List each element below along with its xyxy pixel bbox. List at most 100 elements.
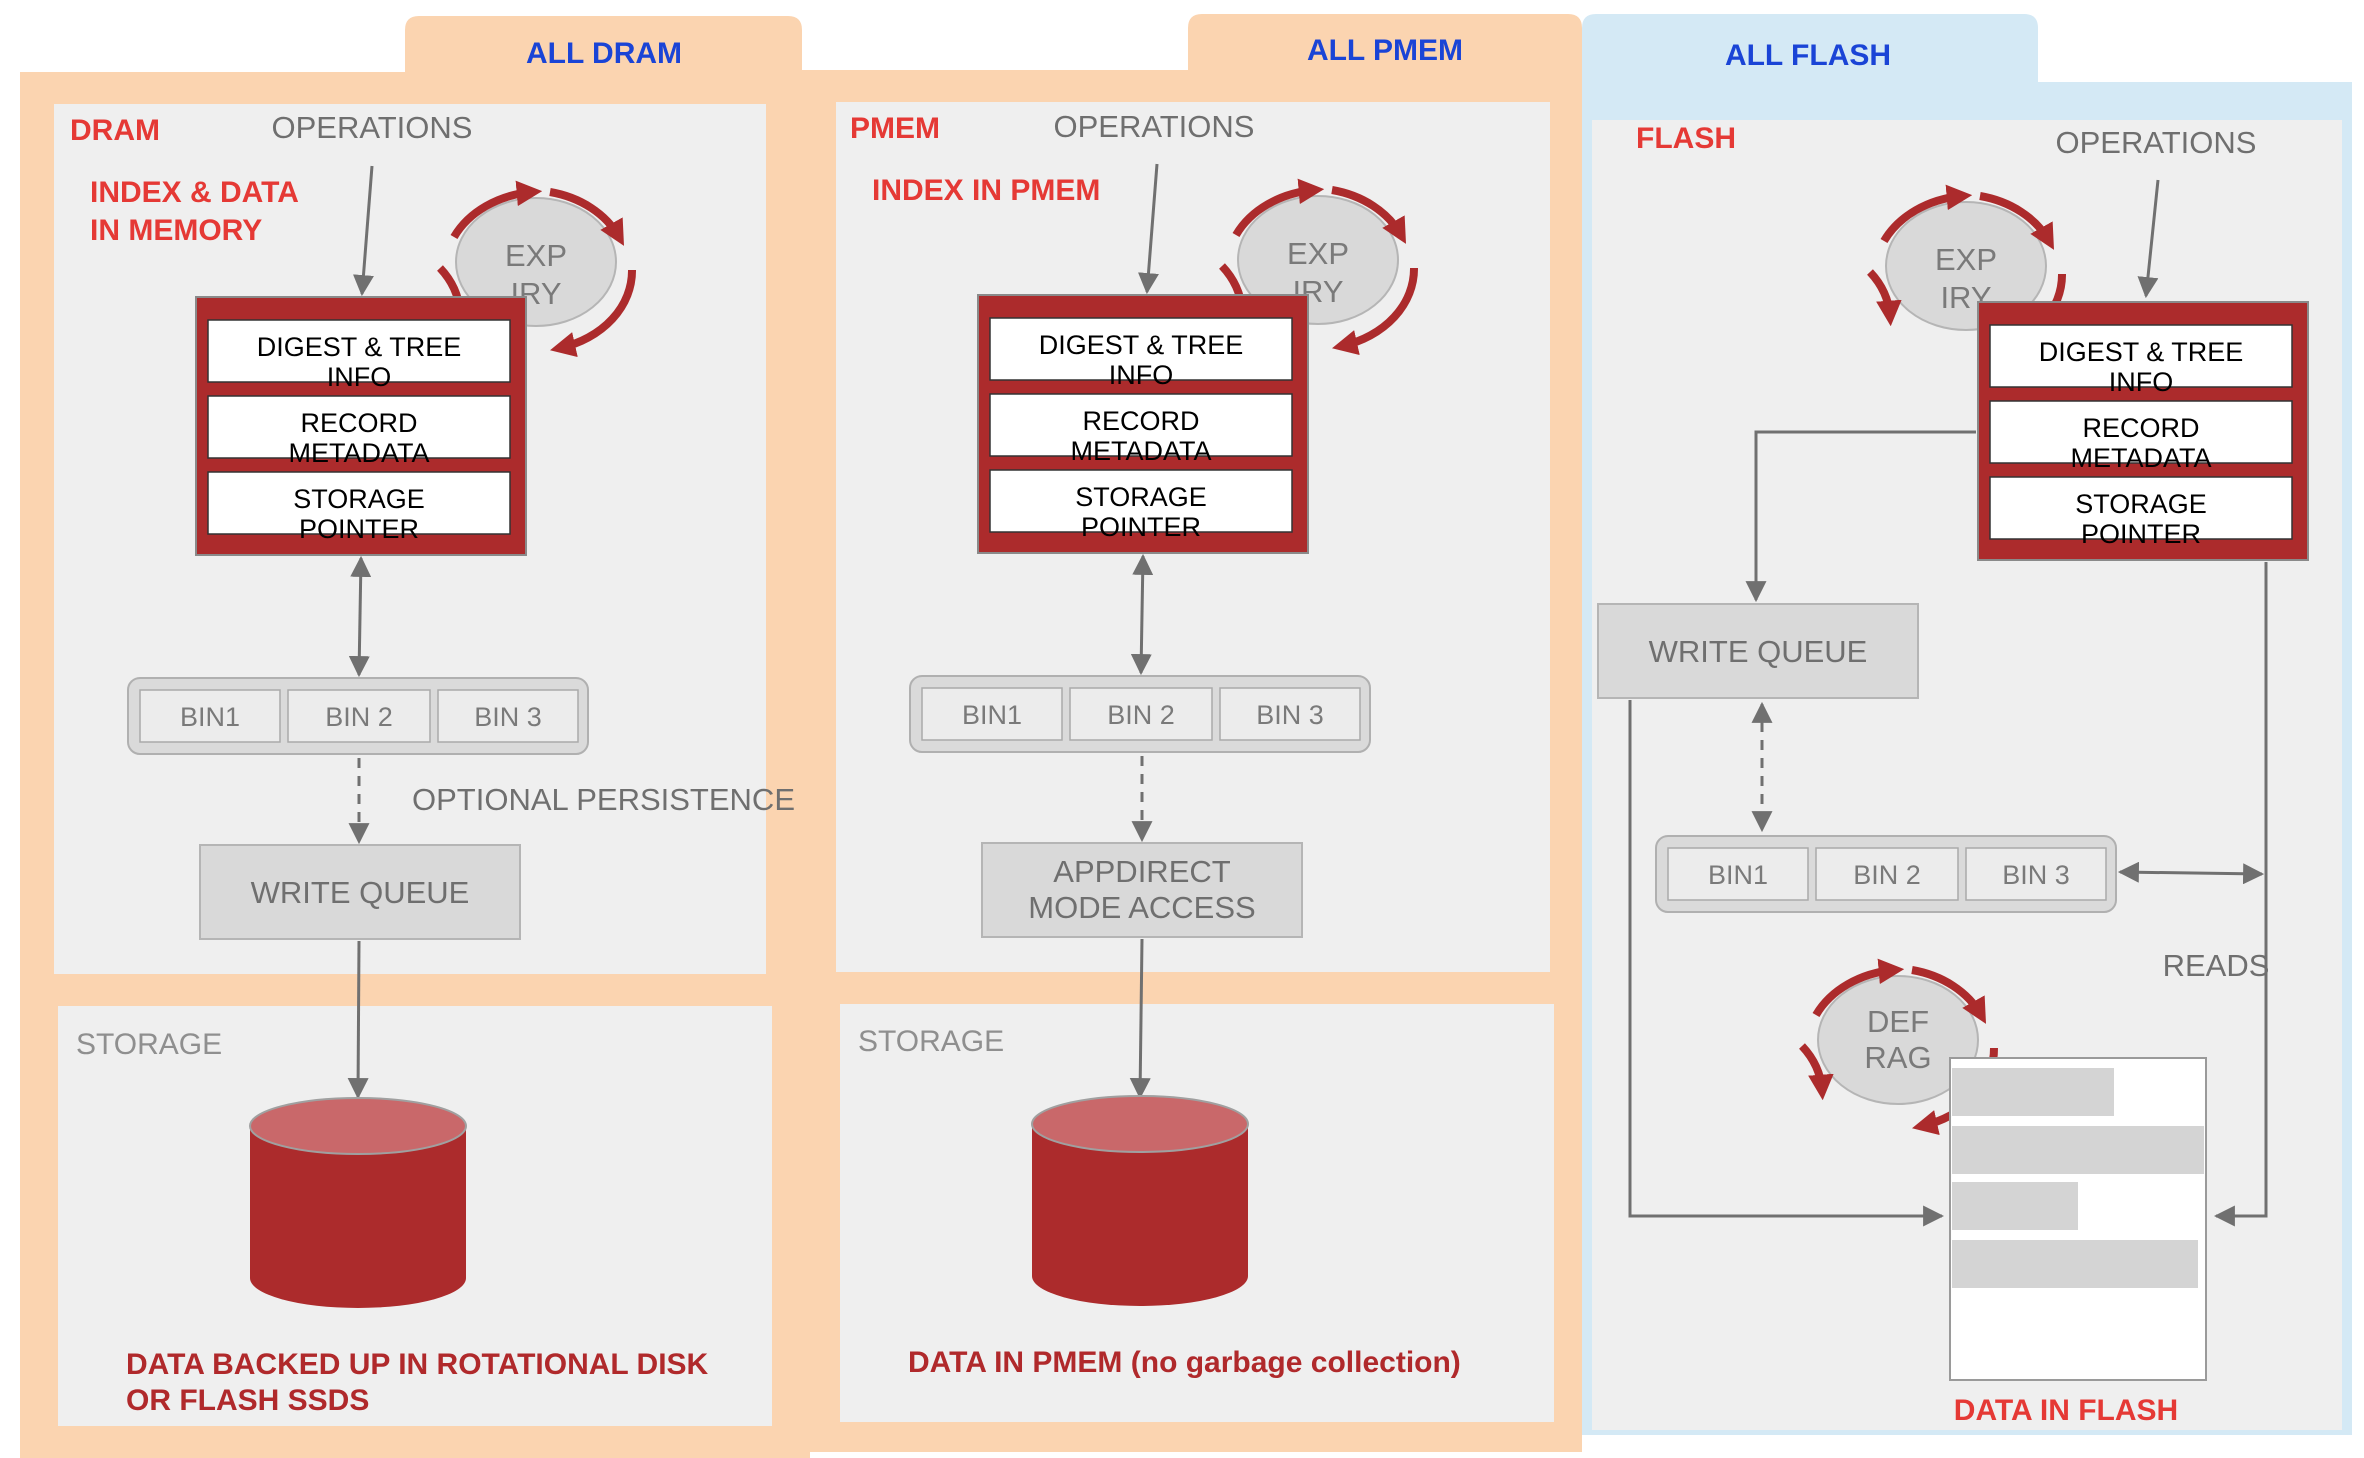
flash-storage-row (1989, 476, 2293, 540)
pmem-operations-label: OPERATIONS (1054, 109, 1255, 144)
cycle-arrow-icon (1332, 267, 1419, 356)
dram-bin-1-label: BIN1 (180, 702, 240, 732)
dram-disk-icon (249, 1097, 467, 1308)
pmem-bin-2-label: BIN 2 (1107, 700, 1175, 730)
dram-bin-1 (139, 689, 281, 743)
flash-bin-2 (1815, 847, 1959, 901)
flash-defrag-text-line2: RAG (1864, 1040, 1931, 1075)
dram-bins: BIN1 BIN 2 BIN 3 (127, 677, 589, 755)
flash-write-queue-label: WRITE QUEUE (1649, 634, 1868, 669)
flash-operations-arrow (2137, 179, 2160, 299)
dram-digest-row (207, 319, 511, 383)
flash-expiry-text: EXP (1935, 242, 1997, 277)
cycle-arrow-icon (1911, 966, 1987, 1024)
flash-caption: DATA IN FLASH (1954, 1394, 2178, 1427)
flash-bin-1-label: BIN1 (1708, 860, 1768, 890)
pmem-appdirect-box (981, 842, 1303, 938)
pmem-index-label: INDEX IN PMEM (872, 174, 1100, 207)
flash-data-page-icon (1949, 1057, 2207, 1381)
pmem-section-label: PMEM (850, 112, 940, 145)
dram-expiry-cycle: EXP IRY (437, 180, 637, 358)
dram-index-label-line2: IN MEMORY (90, 214, 262, 247)
cycle-arrow-icon (450, 180, 543, 240)
flash-section-label: FLASH (1636, 122, 1736, 155)
dram-bin-2 (287, 689, 431, 743)
pmem-operations-arrow (1138, 163, 1159, 295)
dram-write-queue (199, 844, 521, 940)
pmem-caption: DATA IN PMEM (no garbage collection) (908, 1346, 1461, 1379)
flash-index-queue-arrow (1745, 430, 1976, 603)
pmem-digest-text-line2: INFO (1109, 360, 1174, 390)
flash-bin-3-label: BIN 3 (2002, 860, 2070, 890)
pmem-storage-text: STORAGE (1075, 482, 1207, 512)
dram-bin-2-label: BIN 2 (325, 702, 393, 732)
pmem-digest-text: DIGEST & TREE (1039, 330, 1244, 360)
flash-storage-text-line2: POINTER (2081, 519, 2201, 549)
flash-bins: BIN1 BIN 2 BIN 3 (1655, 835, 2117, 913)
dram-caption: DATA BACKED UP IN ROTATIONAL DISK (126, 1348, 709, 1381)
dram-digest-text-line2: INFO (327, 362, 392, 392)
pmem-record-text-line2: METADATA (1071, 436, 1212, 466)
dram-bin-3-label: BIN 3 (474, 702, 542, 732)
pmem-access-disk-arrow (1129, 938, 1151, 1100)
flash-operations-label: OPERATIONS (2056, 125, 2257, 160)
tab-all-pmem[interactable]: ALL PMEM (1307, 34, 1463, 67)
dram-index-block: DIGEST & TREE INFO RECORD METADATA STORA… (195, 296, 527, 556)
cycle-arrow-icon (1232, 178, 1325, 238)
dram-storage-label: STORAGE (76, 1028, 222, 1061)
dram-storage-row (207, 471, 511, 535)
flash-index-data-arrow (2213, 562, 2268, 1227)
flash-defrag-text: DEF (1867, 1004, 1929, 1039)
pmem-storage-row (989, 469, 1293, 533)
dram-write-queue-label: WRITE QUEUE (251, 875, 470, 910)
pmem-digest-row (989, 317, 1293, 381)
dram-index-bins-arrow (348, 555, 372, 678)
flash-reads-label: READS (2163, 948, 2270, 983)
flash-bins-reads-arrow (2117, 861, 2265, 885)
pmem-bin-1-label: BIN1 (962, 700, 1022, 730)
flash-queue-data-arrow (1628, 700, 1945, 1227)
pmem-disk-icon (1031, 1095, 1249, 1306)
cycle-arrow-icon (1979, 192, 2055, 250)
dram-expiry-text: EXP (505, 238, 567, 273)
pmem-storage-text-line2: POINTER (1081, 512, 1201, 542)
dram-caption-line2: OR FLASH SSDS (126, 1384, 369, 1417)
flash-record-text: RECORD (2082, 413, 2199, 443)
flash-digest-text: DIGEST & TREE (2039, 337, 2244, 367)
flash-bin-3 (1965, 847, 2107, 901)
flash-record-row (1989, 400, 2293, 464)
flash-index-block: DIGEST & TREE INFO RECORD METADATA STORA… (1977, 301, 2309, 561)
cycle-arrow-icon (1812, 958, 1905, 1018)
pmem-bin-1 (921, 687, 1063, 741)
dram-digest-text: DIGEST & TREE (257, 332, 462, 362)
flash-write-queue (1597, 603, 1919, 699)
flash-record-text-line2: METADATA (2071, 443, 2212, 473)
flash-digest-row (1989, 324, 2293, 388)
pmem-bins: BIN1 BIN 2 BIN 3 (909, 675, 1371, 753)
flash-digest-text-line2: INFO (2109, 367, 2174, 397)
dram-operations-label: OPERATIONS (272, 110, 473, 145)
dram-record-row (207, 395, 511, 459)
pmem-expiry-text: EXP (1287, 236, 1349, 271)
cycle-arrow-icon (549, 188, 625, 246)
dram-optional-persistence: OPTIONAL PERSISTENCE (412, 782, 795, 817)
cycle-arrow-icon (550, 269, 637, 358)
pmem-expiry-cycle: EXP IRY (1219, 178, 1419, 356)
pmem-appdirect-label: APPDIRECT (1053, 854, 1230, 889)
dram-bin-3 (437, 689, 579, 743)
dram-record-text: RECORD (300, 408, 417, 438)
cycle-arrow-icon (1880, 184, 1973, 244)
dram-storage-text: STORAGE (293, 484, 425, 514)
cycle-arrow-icon (1799, 1043, 1834, 1101)
dram-section-label: DRAM (70, 114, 160, 147)
pmem-record-text: RECORD (1082, 406, 1199, 436)
tab-all-dram[interactable]: ALL DRAM (526, 37, 682, 70)
pmem-record-row (989, 393, 1293, 457)
dram-index-label: INDEX & DATA (90, 176, 299, 209)
dram-record-text-line2: METADATA (289, 438, 430, 468)
tab-all-flash[interactable]: ALL FLASH (1725, 39, 1891, 72)
flash-bin-1 (1667, 847, 1809, 901)
cycle-arrow-icon (1867, 269, 1902, 327)
pmem-bin-3 (1219, 687, 1361, 741)
